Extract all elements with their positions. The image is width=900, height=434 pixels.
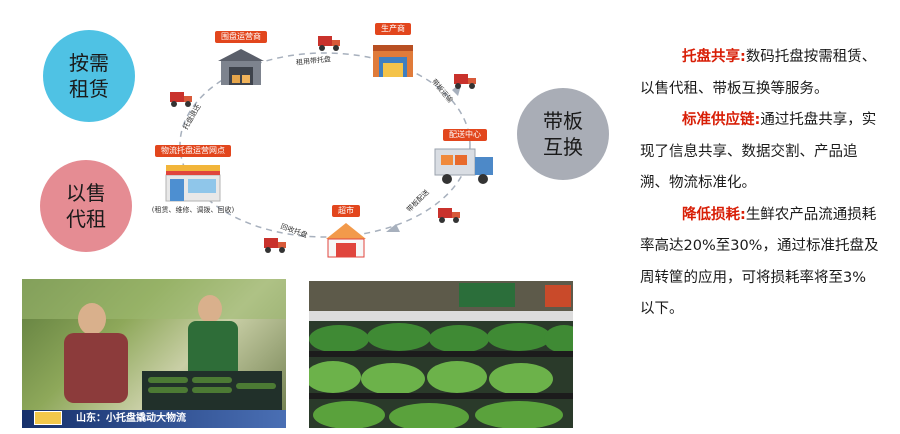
node-pallet-operator: 围盘运营商 xyxy=(206,24,276,91)
producer-label: 生产商 xyxy=(375,23,411,35)
forklift-icon-bottom xyxy=(264,238,286,253)
photo-caption-bar: 山东：小托盘撬动大物流 xyxy=(22,410,286,428)
text-standard-supply-chain: 通过托盘共享，实现了信息共享、数据交割、产品追溯、物流标准化。 xyxy=(640,112,877,191)
photo-greenhouse-workers: 山东：小托盘撬动大物流 xyxy=(22,279,286,428)
factory-icon xyxy=(373,45,413,77)
supermarket-label: 超市 xyxy=(332,205,360,217)
forklift-icon-left xyxy=(170,92,192,107)
warehouse-icon xyxy=(218,49,264,85)
paragraph-standard-supply-chain: 标准供应链:通过托盘共享，实现了信息共享、数据交割、产品追溯、物流标准化。 xyxy=(640,105,880,200)
forklift-icon-top xyxy=(318,36,340,51)
shop-icon xyxy=(165,165,221,202)
node-distribution-center: 配送中心 xyxy=(430,122,500,189)
node-producer: 生产商 xyxy=(358,16,428,83)
description-panel: 托盘共享:数码托盘按需租赁、以售代租、带板互换等服务。 标准供应链:通过托盘共享… xyxy=(640,42,880,326)
distribution-center-label: 配送中心 xyxy=(443,129,487,141)
rent-on-demand-label: 按需 租赁 xyxy=(69,51,109,101)
forklift-icon-right xyxy=(454,74,476,89)
workers-illustration xyxy=(22,279,286,411)
sell-for-rent-circle: 以售 代租 xyxy=(40,160,132,252)
pallet-operator-label: 围盘运营商 xyxy=(215,31,267,43)
board-exchange-circle: 带板 互换 xyxy=(517,88,609,180)
heading-standard-supply-chain: 标准供应链: xyxy=(682,112,761,128)
tv-station-logo xyxy=(34,411,62,425)
paragraph-pallet-sharing: 托盘共享:数码托盘按需租赁、以售代租、带板互换等服务。 xyxy=(640,42,880,105)
forklift-icon-bottom-right xyxy=(438,208,460,223)
photo-caption: 山东：小托盘撬动大物流 xyxy=(76,413,186,424)
produce-shelves-illustration xyxy=(309,281,573,428)
board-exchange-label: 带板 互换 xyxy=(543,109,583,159)
heading-pallet-sharing: 托盘共享: xyxy=(682,49,746,65)
paragraph-reduce-loss: 降低损耗:生鲜农产品流通损耗率高达20%至30%，通过标准托盘及周转筐的应用，可… xyxy=(640,200,880,326)
supermarket-icon xyxy=(326,223,366,258)
node-service-outlet: 物流托盘运营网点 (租赁、维修、调拨、回收) xyxy=(146,138,240,215)
service-outlet-label: 物流托盘运营网点 xyxy=(155,145,231,157)
heading-reduce-loss: 降低损耗: xyxy=(682,206,746,223)
service-outlet-sub: (租赁、维修、调拨、回收) xyxy=(151,206,235,214)
delivery-truck-icon xyxy=(434,148,493,184)
text-pallet-sharing: 数码托盘按需租赁、以售代租、带板互换等服务。 xyxy=(640,49,877,97)
photo-supermarket-produce xyxy=(309,281,573,428)
text-reduce-loss: 生鲜农产品流通损耗率高达20%至30%，通过标准托盘及周转筐的应用，可将损耗率将… xyxy=(640,206,879,318)
sell-for-rent-label: 以售 代租 xyxy=(66,181,106,231)
rent-on-demand-circle: 按需 租赁 xyxy=(43,30,135,122)
node-supermarket: 超市 xyxy=(316,198,376,263)
